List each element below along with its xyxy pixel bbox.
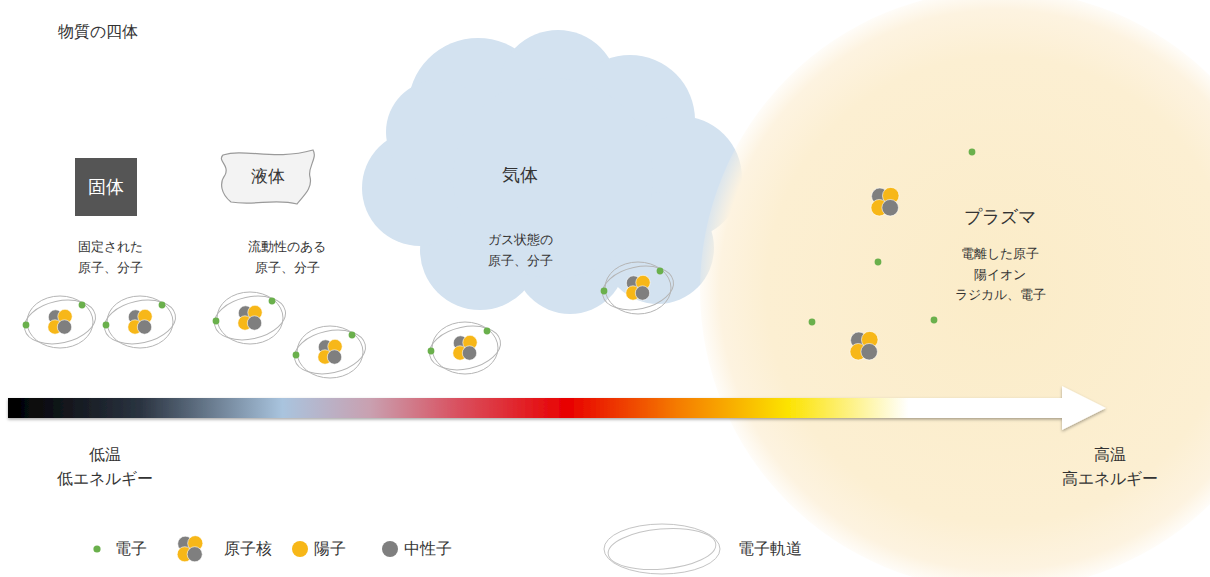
legend-label: 中性子 <box>404 538 452 560</box>
legend-orbit <box>606 524 717 573</box>
atom <box>100 294 179 350</box>
legend-swatch <box>177 536 203 562</box>
electron-orbit <box>27 296 93 348</box>
nucleon <box>882 199 899 216</box>
legend-label: 陽子 <box>314 538 346 560</box>
legend-dot <box>292 541 308 557</box>
legend-label: 電子軌道 <box>738 538 802 560</box>
ion-nucleus <box>850 331 878 360</box>
nucleon <box>137 320 151 334</box>
electron-dot <box>601 288 608 295</box>
electron-orbit <box>210 290 289 346</box>
ion-nucleus <box>871 187 899 216</box>
electron-dot <box>428 348 435 355</box>
electron-dot <box>159 302 166 309</box>
electron-dot <box>213 318 220 325</box>
nucleon <box>57 320 71 334</box>
legend-label: 原子核 <box>224 538 272 560</box>
electron-orbit <box>107 296 173 348</box>
nucleon <box>861 343 878 360</box>
electron-dot <box>484 328 491 335</box>
liquid-blob: 液体 <box>213 146 323 208</box>
electron-orbit <box>425 320 504 376</box>
legend-swatch <box>292 541 308 557</box>
solid-box: 固体 <box>75 158 137 216</box>
electron-dot <box>657 268 664 275</box>
diagram-title: 物質の四体 <box>58 22 138 43</box>
electron-dot <box>349 332 356 339</box>
legend-dot <box>93 545 100 552</box>
state-description: 電離した原子 陽イオン ラジカル、電子 <box>950 244 1050 306</box>
cloud-lobe <box>453 78 653 278</box>
atom <box>210 290 289 346</box>
electron-dot <box>79 302 86 309</box>
state-name: 気体 <box>502 161 538 190</box>
nucleon <box>247 316 261 330</box>
electron-orbit <box>217 292 283 344</box>
electron-dot <box>931 317 938 324</box>
electron-dot <box>809 319 816 326</box>
legend-swatch <box>93 545 100 552</box>
legend-dot <box>382 541 398 557</box>
legend-orbit <box>604 524 720 574</box>
liquid-outline <box>221 150 314 204</box>
legend-swatch <box>604 524 720 574</box>
nucleon <box>635 286 649 300</box>
electron-orbit <box>432 322 498 374</box>
state-description: 流動性のある 原子、分子 <box>237 236 337 279</box>
electron-dot <box>293 352 300 359</box>
electron-dot <box>103 322 110 329</box>
state-name: プラズマ <box>964 203 1036 232</box>
electron-orbit <box>100 294 179 350</box>
atom <box>290 324 369 380</box>
axis-end-label: 高温 高エネルギー <box>1055 443 1165 491</box>
legend-label: 電子 <box>115 538 147 560</box>
cloud-shape <box>358 28 745 315</box>
electron-dot <box>269 298 276 305</box>
electron-dot <box>23 322 30 329</box>
electron-dot <box>969 149 976 156</box>
electron-dot <box>875 259 882 266</box>
electron-orbit <box>290 324 369 380</box>
state-name: 固体 <box>88 173 124 202</box>
nucleon <box>187 547 202 562</box>
axis-end-label: 低温 低エネルギー <box>50 443 160 491</box>
atom <box>425 320 504 376</box>
state-description: ガス状態の 原子、分子 <box>470 230 570 272</box>
legend-swatch <box>382 541 398 557</box>
gas-cloud: 気体ガス状態の 原子、分子 <box>358 28 745 315</box>
electron-orbit <box>297 326 363 378</box>
nucleon <box>462 346 476 360</box>
atom <box>20 294 99 350</box>
state-name: 液体 <box>251 163 285 190</box>
plasma-glow: プラズマ電離した原子 陽イオン ラジカル、電子 <box>700 0 1210 577</box>
state-description: 固定された 原子、分子 <box>60 236 160 279</box>
nucleon <box>327 350 341 364</box>
electron-orbit <box>20 294 99 350</box>
